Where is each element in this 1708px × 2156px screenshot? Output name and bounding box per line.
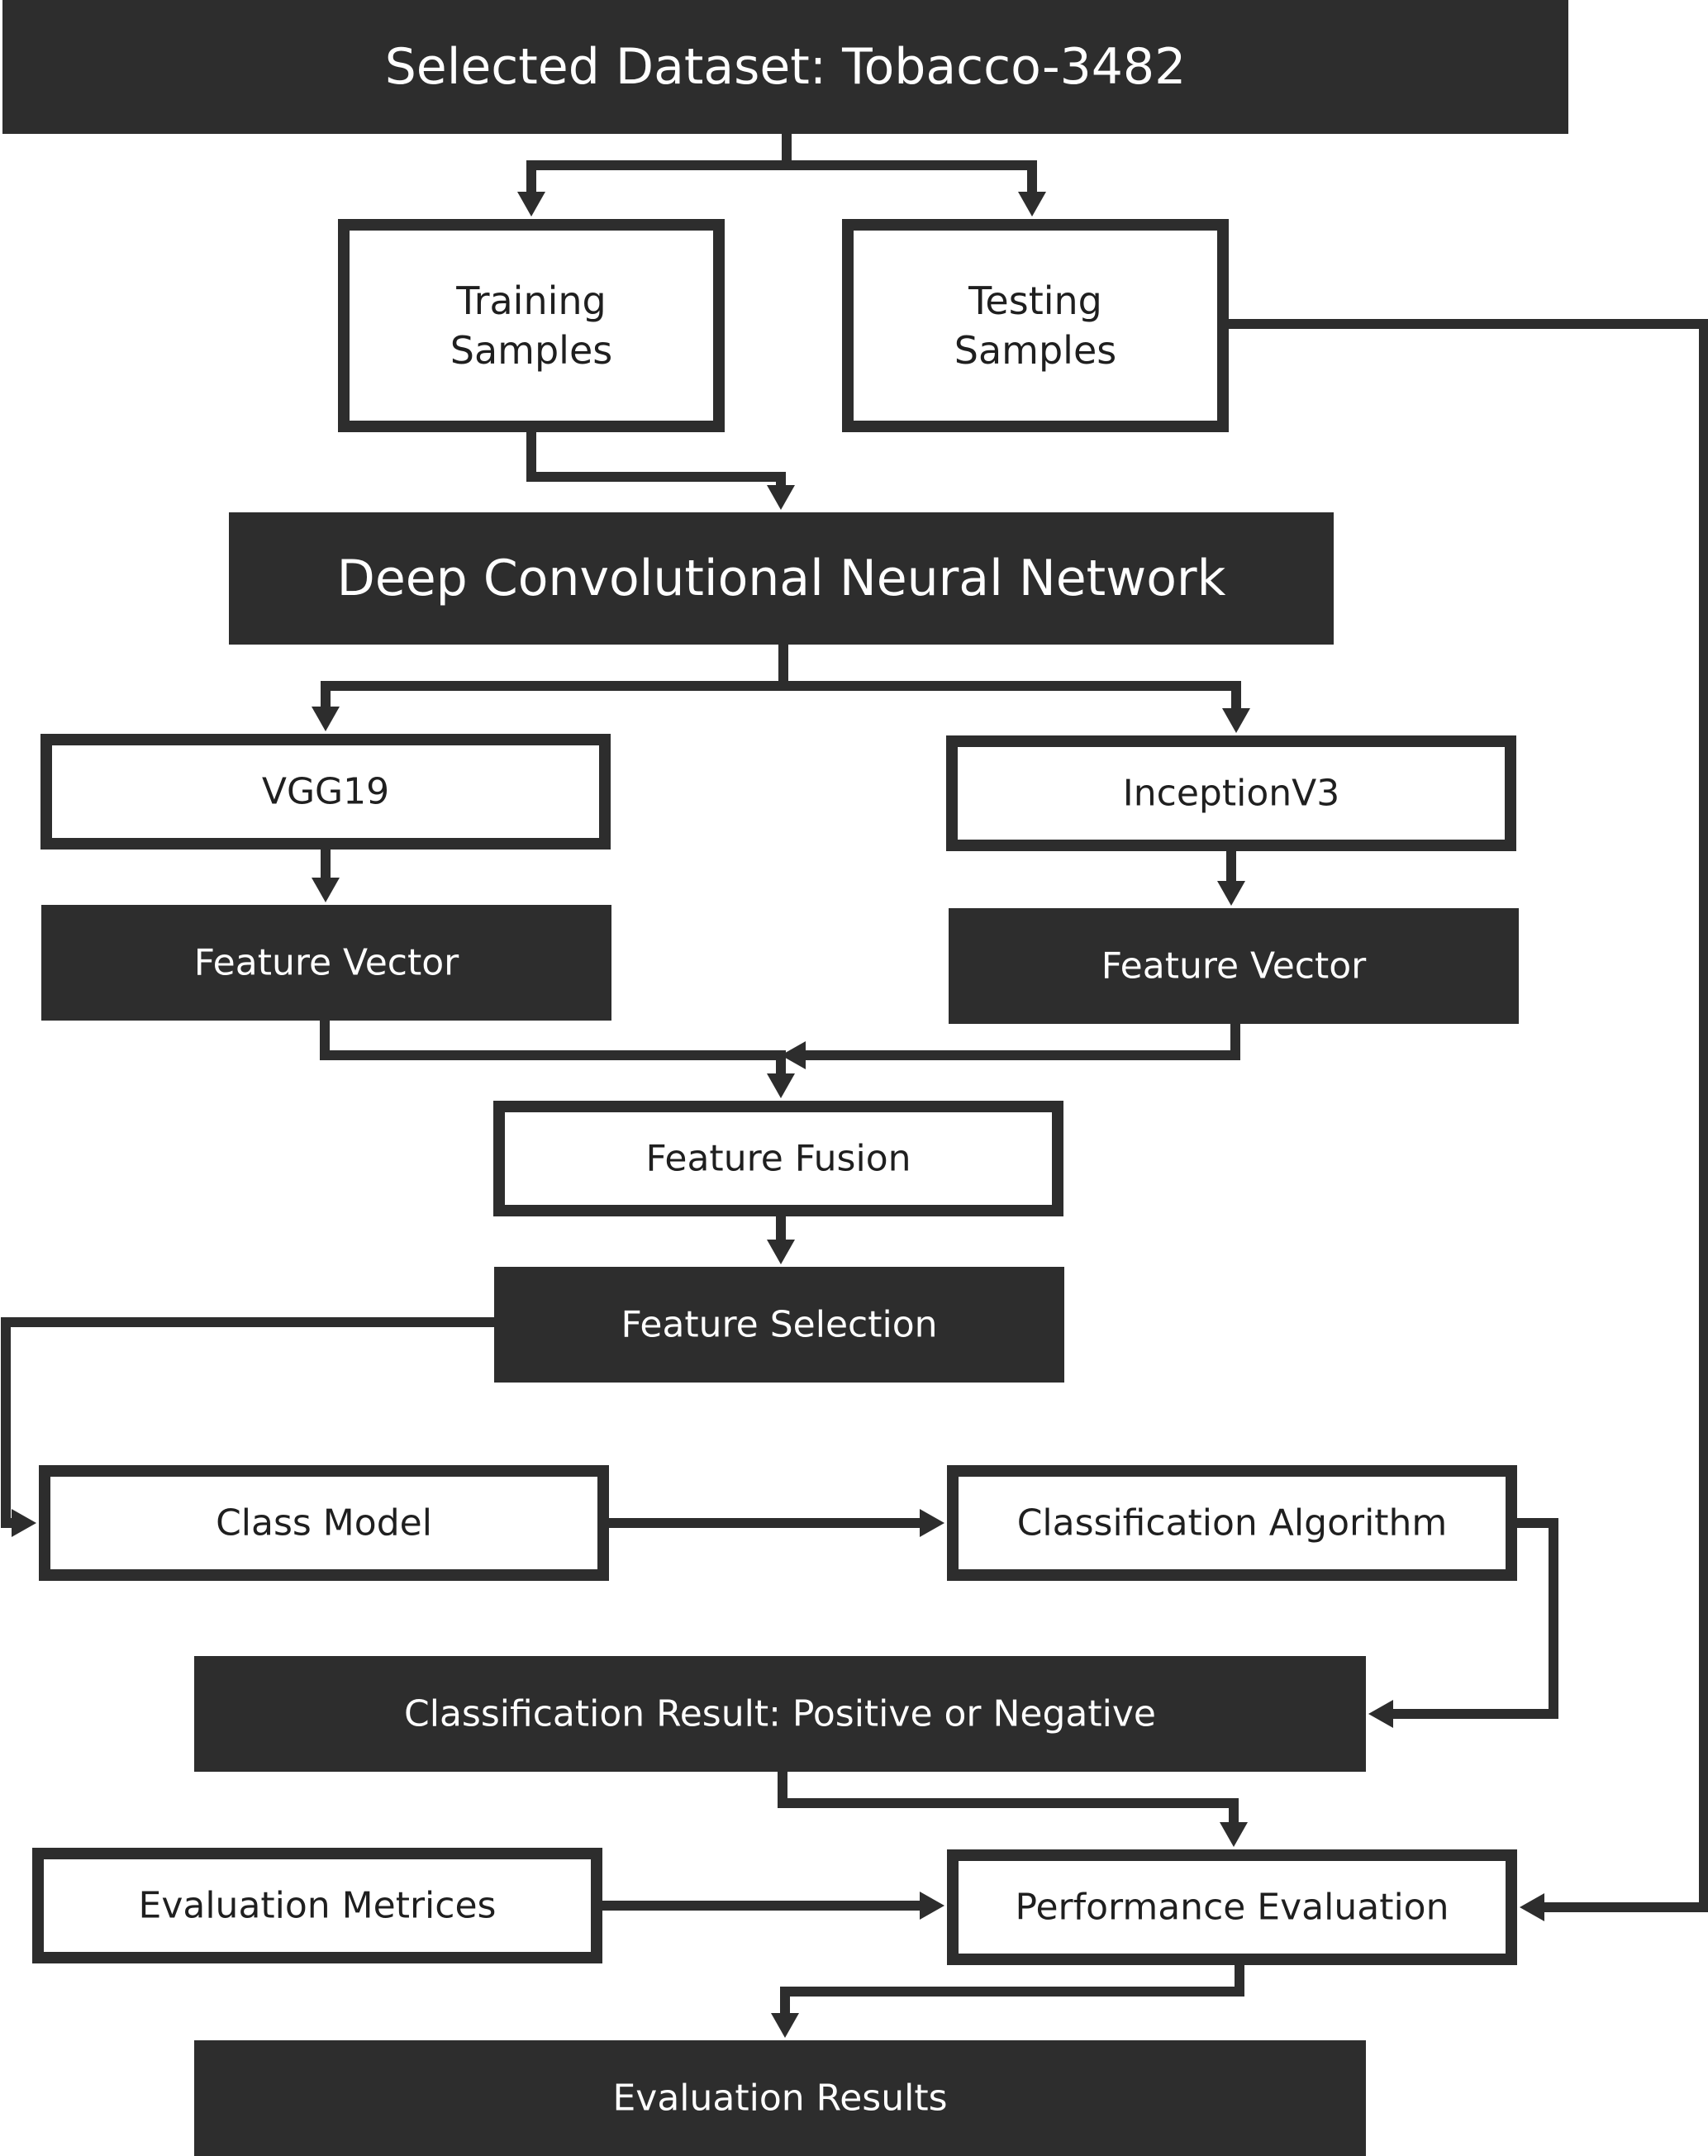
node-box	[947, 1465, 1517, 1581]
node-label: Feature Vector	[194, 942, 459, 984]
edge-line	[320, 1021, 786, 1080]
node-dataset: Selected Dataset: Tobacco-3482	[2, 0, 1568, 134]
node-label: Classification Algorithm	[1017, 1502, 1448, 1544]
edge-selection-to-classmodel	[1, 1317, 494, 1537]
arrowhead-icon	[517, 192, 545, 217]
edge-testing-to-perf	[1229, 319, 1708, 1921]
arrowhead-icon	[1018, 192, 1046, 217]
arrowhead-icon	[920, 1892, 944, 1920]
edge-line	[526, 134, 792, 198]
node-label: VGG19	[262, 771, 389, 813]
edge-line	[526, 432, 786, 492]
edge-training-to-dcnn	[526, 432, 795, 510]
node-box	[949, 908, 1519, 1024]
edge-result-to-perf	[778, 1772, 1248, 1847]
node-box	[947, 1849, 1517, 1965]
edge-line	[787, 160, 1037, 198]
node-label: Evaluation Metrices	[139, 1885, 497, 1927]
edge-metrics-to-perf	[602, 1892, 944, 1920]
node-fusion: Feature Fusion	[493, 1101, 1063, 1216]
node-label: Selected Dataset: Tobacco-3482	[385, 38, 1187, 96]
node-box	[842, 219, 1229, 432]
node-label: Performance Evaluation	[1016, 1887, 1449, 1929]
nodes-layer: Selected Dataset: Tobacco-3482TrainingSa…	[2, 0, 1568, 2156]
node-dcnn: Deep Convolutional Neural Network	[229, 512, 1334, 645]
edge-perf-to-evalresults	[771, 1965, 1244, 2038]
arrowhead-icon	[312, 878, 340, 902]
node-label: Samples	[450, 328, 612, 373]
edge-line	[1387, 1518, 1558, 1719]
arrowhead-icon	[1368, 1700, 1393, 1728]
node-label: Evaluation Results	[612, 2077, 947, 2120]
node-box	[2, 0, 1568, 134]
node-inception: InceptionV3	[946, 735, 1516, 851]
node-box	[493, 1101, 1063, 1216]
node-box	[494, 1267, 1064, 1383]
edge-fv1-to-fusion	[320, 1021, 795, 1098]
edge-inception-to-fv2	[1217, 851, 1245, 906]
node-label: Class Model	[216, 1502, 432, 1544]
arrowhead-icon	[1222, 708, 1250, 733]
arrowhead-icon	[1220, 1822, 1248, 1847]
edge-vgg19-to-fv1	[312, 850, 340, 902]
node-label: InceptionV3	[1123, 773, 1339, 815]
node-label: Deep Convolutional Neural Network	[337, 550, 1226, 607]
edge-line	[780, 1965, 1244, 2020]
node-evalresults: Evaluation Results	[194, 2040, 1366, 2156]
edge-dataset-to-testing	[787, 160, 1046, 217]
edge-line	[799, 1024, 1240, 1060]
node-box	[41, 905, 611, 1021]
node-box	[338, 219, 725, 432]
edge-dataset-to-training	[517, 134, 792, 217]
arrowhead-icon	[767, 1073, 795, 1098]
node-box	[40, 734, 611, 850]
arrowhead-icon	[1217, 881, 1245, 906]
edge-line	[783, 681, 1241, 715]
arrowhead-icon	[767, 1240, 795, 1264]
node-perf: Performance Evaluation	[947, 1849, 1517, 1965]
node-result: Classification Result: Positive or Negat…	[194, 1656, 1366, 1772]
node-selection: Feature Selection	[494, 1267, 1064, 1383]
node-box	[32, 1848, 602, 1963]
edge-classalgo-to-result	[1368, 1518, 1558, 1728]
edges-layer	[1, 134, 1708, 2038]
node-label: Classification Result: Positive or Negat…	[404, 1693, 1156, 1735]
node-box	[946, 735, 1516, 851]
arrowhead-icon	[781, 1041, 806, 1069]
arrowhead-icon	[1520, 1893, 1544, 1921]
node-box	[39, 1465, 609, 1581]
edge-line	[321, 645, 788, 713]
edge-classmodel-to-classalgo	[609, 1509, 944, 1537]
edge-line	[1229, 319, 1708, 1912]
node-classalgo: Classification Algorithm	[947, 1465, 1517, 1581]
node-label: Feature Selection	[621, 1304, 937, 1346]
node-label: Training	[455, 278, 607, 323]
node-classmodel: Class Model	[39, 1465, 609, 1581]
arrowhead-icon	[12, 1509, 36, 1537]
node-box	[194, 2040, 1366, 2156]
arrowhead-icon	[767, 485, 795, 510]
arrowhead-icon	[920, 1509, 944, 1537]
node-box	[194, 1656, 1366, 1772]
node-vgg19: VGG19	[40, 734, 611, 850]
edge-fv2-to-fusion	[781, 1024, 1240, 1069]
edge-dcnn-to-inception	[783, 681, 1250, 733]
node-metrics: Evaluation Metrices	[32, 1848, 602, 1963]
edge-fusion-to-selection	[767, 1216, 795, 1264]
node-label: Feature Vector	[1101, 945, 1367, 988]
node-label: Testing	[968, 278, 1102, 323]
arrowhead-icon	[312, 707, 340, 731]
node-box	[229, 512, 1334, 645]
edge-dcnn-to-vgg19	[312, 645, 788, 731]
arrowhead-icon	[771, 2013, 799, 2038]
node-fv1: Feature Vector	[41, 905, 611, 1021]
node-fv2: Feature Vector	[949, 908, 1519, 1024]
edge-line	[778, 1772, 1239, 1829]
node-label: Feature Fusion	[646, 1138, 911, 1180]
node-label: Samples	[954, 328, 1116, 373]
